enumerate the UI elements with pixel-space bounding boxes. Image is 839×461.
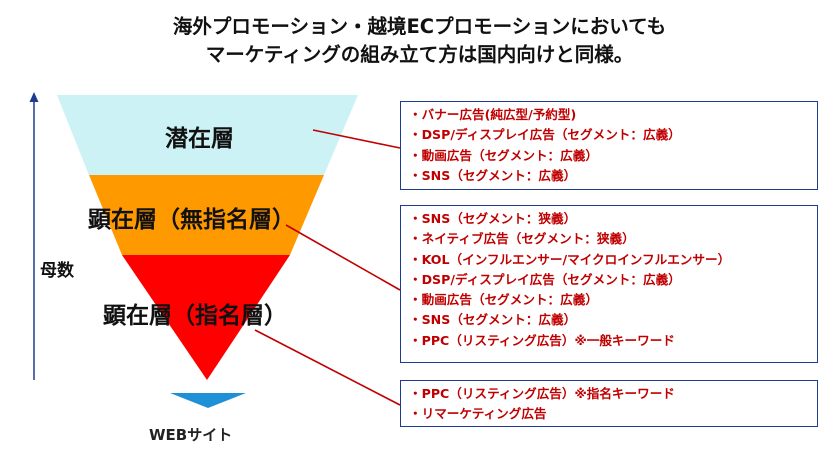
list-item: 動画広告（セグメント：広義）: [409, 290, 809, 310]
list-item: 動画広告（セグメント：広義）: [409, 146, 809, 166]
funnel-label-unnamed: 顕在層（無指名層）: [88, 207, 295, 233]
list-item: リマーケティング広告: [409, 404, 809, 424]
funnel-layer-named: [122, 255, 290, 380]
funnel-layer-unnamed: [89, 175, 324, 255]
list-item: PPC（リスティング広告）※一般キーワード: [409, 331, 809, 351]
website-arrow: [170, 393, 246, 408]
connector-line-unnamed: [285, 224, 401, 291]
connector-line-latent: [312, 129, 401, 149]
list-item: SNS（セグメント：狭義）: [409, 209, 809, 229]
population-label: 母数: [40, 261, 74, 281]
ad-box-latent: バナー広告(純広型/予約型) DSP/ディスプレイ広告（セグメント：広義） 動画…: [400, 101, 818, 190]
funnel-layer-latent: [57, 95, 358, 175]
axis-arrowhead: [29, 92, 39, 102]
list-item: バナー広告(純広型/予約型): [409, 105, 809, 125]
ad-box-unnamed: SNS（セグメント：狭義） ネイティブ広告（セグメント：狭義） KOL（インフル…: [400, 205, 818, 363]
list-item: KOL（インフルエンサー/マイクロインフルエンサー）: [409, 250, 809, 270]
website-label: WEBサイト: [149, 426, 233, 444]
list-item: SNS（セグメント：広義）: [409, 310, 809, 330]
ad-box-named: PPC（リスティング広告）※指名キーワード リマーケティング広告: [400, 380, 818, 427]
page-title-line-2: マーケティングの組み立て方は国内向けと同様。: [205, 43, 634, 66]
funnel-label-latent: 潜在層: [165, 126, 234, 152]
list-item: DSP/ディスプレイ広告（セグメント：広義）: [409, 270, 809, 290]
page-title-line-1: 海外プロモーション・越境ECプロモーションにおいても: [172, 15, 667, 38]
list-item: PPC（リスティング広告）※指名キーワード: [409, 384, 809, 404]
connector-line-named: [254, 329, 401, 406]
list-item: SNS（セグメント：広義）: [409, 166, 809, 186]
list-item: ネイティブ広告（セグメント：狭義）: [409, 229, 809, 249]
funnel-label-named: 顕在層（指名層）: [103, 303, 287, 329]
list-item: DSP/ディスプレイ広告（セグメント：広義）: [409, 125, 809, 145]
